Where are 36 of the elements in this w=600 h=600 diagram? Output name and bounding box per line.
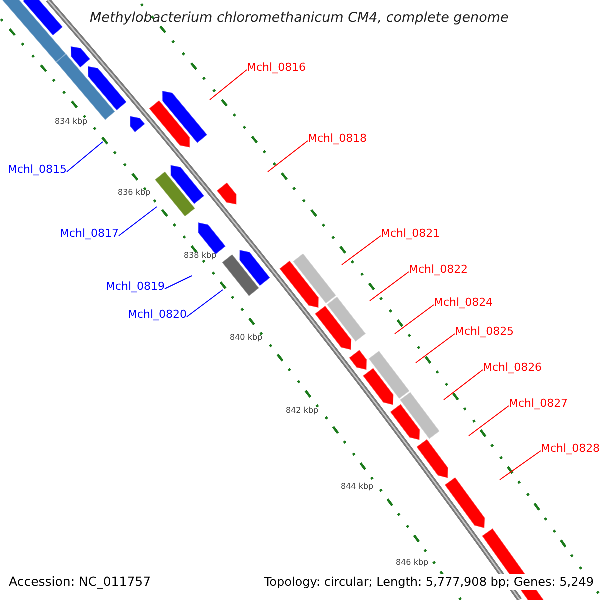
leader-line <box>66 142 104 172</box>
scale-label: 836 kbp <box>118 188 151 198</box>
scale-label: 842 kbp <box>286 406 319 416</box>
leader-line <box>164 276 192 290</box>
leader-line <box>186 290 224 318</box>
genome-stats-text: Topology: circular; Length: 5,777,908 bp; Genes: 5,249 <box>264 574 594 590</box>
gene-label: Mchl_0824 <box>434 296 494 310</box>
gene-label: Mchl_0815 <box>8 163 67 177</box>
gene-label: Mchl_0816 <box>247 61 306 75</box>
leader-line <box>268 140 308 172</box>
gene-label: Mchl_0818 <box>308 132 368 146</box>
leader-line <box>370 272 410 302</box>
gene-label: Mchl_0821 <box>381 227 440 241</box>
leader-line <box>342 236 382 266</box>
gene-label: Mchl_0828 <box>541 442 600 456</box>
scale-label: 846 kbp <box>396 558 429 568</box>
gene-label: Mchl_0826 <box>483 361 542 375</box>
gene-label: Mchl_0825 <box>455 325 514 339</box>
scale-label: 838 kbp <box>184 251 217 261</box>
accession-text: Accession: NC_011757 <box>9 574 152 590</box>
gene-label: Mchl_0817 <box>60 227 119 241</box>
leader-line <box>500 450 542 480</box>
leader-line <box>468 406 510 436</box>
leader-line <box>394 304 434 334</box>
scale-label: 840 kbp <box>230 333 263 343</box>
leader-line <box>416 334 456 364</box>
leader-line <box>118 206 158 236</box>
gene-label: Mchl_0822 <box>409 263 468 277</box>
leader-line <box>444 370 484 400</box>
gene-label: Mchl_0827 <box>509 397 568 411</box>
diagram-title: Methylobacterium chloromethanicum CM4, complete genome <box>90 9 509 27</box>
scale-label: 834 kbp <box>55 117 88 127</box>
gene-label: Mchl_0820 <box>128 308 187 322</box>
leader-line <box>210 70 248 100</box>
gene-label: Mchl_0819 <box>106 280 165 294</box>
scale-label: 844 kbp <box>341 482 374 492</box>
